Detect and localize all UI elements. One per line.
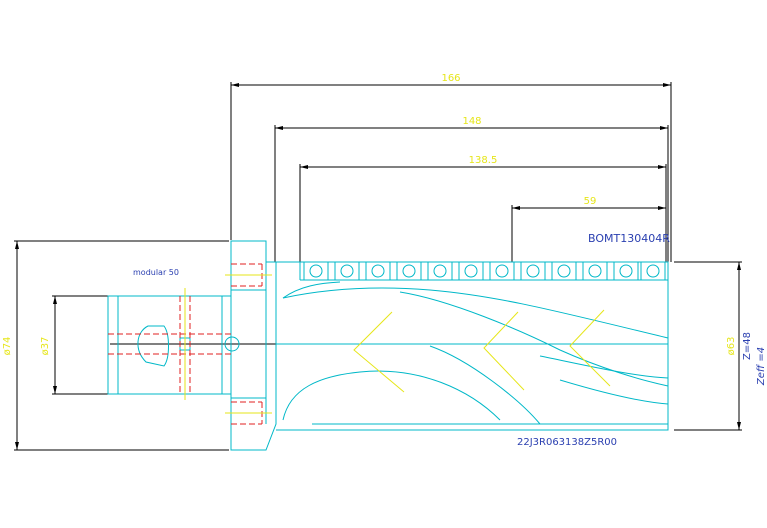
arrow <box>658 206 666 210</box>
insert-pocket <box>640 261 666 281</box>
arrow <box>53 296 57 304</box>
insert-pocket <box>520 261 546 281</box>
insert-pocket <box>427 261 453 281</box>
dim-166-label: 166 <box>441 73 460 84</box>
flute-curve <box>429 345 541 425</box>
dim-37-label: ø37 <box>40 337 51 356</box>
flute-curve <box>539 355 669 379</box>
arrow <box>663 83 671 87</box>
dim-74-label: ø74 <box>2 337 13 356</box>
insert-pocket <box>396 261 422 281</box>
flute-curve <box>559 379 669 405</box>
center-hole <box>224 336 240 352</box>
notes: BOMT130404R modular 50 Z=48 Zeff =4 22J3… <box>133 232 767 448</box>
insert-icon <box>371 264 385 278</box>
insert-icon <box>402 264 416 278</box>
insert-pocket <box>613 261 639 281</box>
flange-outline <box>230 240 277 451</box>
insert-pocket <box>551 261 577 281</box>
flute-curve <box>399 291 669 387</box>
insert-icon <box>309 264 323 278</box>
dim-63-label: ø63 <box>726 337 737 356</box>
hidden-lines <box>108 263 263 425</box>
dim-59-label: 59 <box>584 196 597 207</box>
insert-pocket <box>458 261 484 281</box>
dimension-arrows <box>15 83 741 450</box>
effective-teeth-label: Zeff =4 <box>756 347 767 386</box>
arrow <box>275 126 283 130</box>
flute-curve <box>282 370 501 421</box>
insert-pocket <box>334 261 360 281</box>
dimension-texts: 166 148 138.5 59 ø74 ø37 ø63 <box>2 73 737 355</box>
insert-icon <box>619 264 633 278</box>
insert-label: BOMT130404R <box>588 232 670 245</box>
arrow <box>15 442 19 450</box>
part-number-label: 22J3R063138Z5R00 <box>517 437 617 448</box>
insert-icon <box>340 264 354 278</box>
insert-icon <box>646 264 660 278</box>
part-outline <box>107 240 669 451</box>
insert-icon <box>557 264 571 278</box>
arrow <box>15 241 19 249</box>
insert-pocket <box>303 261 329 281</box>
arrow <box>660 126 668 130</box>
insert-icon <box>526 264 540 278</box>
adapter-label: modular 50 <box>133 268 179 277</box>
arrow <box>737 262 741 270</box>
construction-lines <box>184 274 611 414</box>
tooth-chevron <box>353 311 405 393</box>
arrow <box>231 83 239 87</box>
insert-pocket <box>365 261 391 281</box>
arrow <box>658 165 666 169</box>
insert-pocket <box>489 261 515 281</box>
arrow <box>512 206 520 210</box>
tooth-chevron <box>569 309 611 387</box>
insert-icon <box>464 264 478 278</box>
flute-curve <box>282 281 341 299</box>
arrow <box>300 165 308 169</box>
dim-148-label: 148 <box>462 116 481 127</box>
dimension-lines <box>14 82 742 451</box>
tooth-chevron <box>483 311 525 391</box>
insert-icon <box>495 264 509 278</box>
teeth-label: Z=48 <box>742 332 753 360</box>
insert-row <box>303 261 666 281</box>
dim-138-label: 138.5 <box>469 155 498 166</box>
insert-icon <box>433 264 447 278</box>
flute-curve <box>282 287 669 339</box>
insert-pocket <box>582 261 608 281</box>
arrow <box>53 386 57 394</box>
arrow <box>737 422 741 430</box>
drive-slot <box>137 325 169 367</box>
insert-icon <box>588 264 602 278</box>
